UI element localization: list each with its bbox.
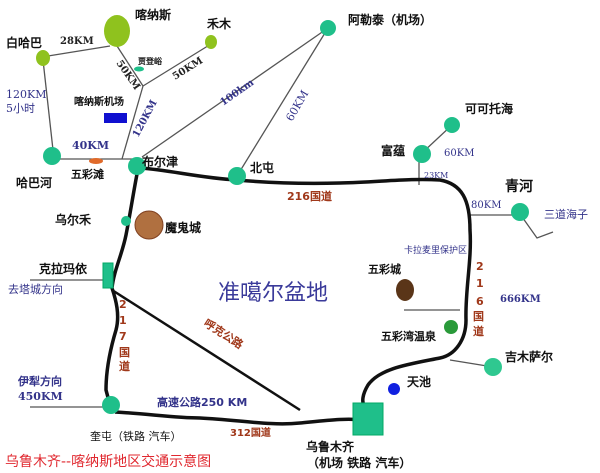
label-wuerhe: 乌尔禾 — [55, 212, 92, 227]
dist-fuyun-keketuohai: 60KM — [444, 148, 474, 159]
dist-baihaba-habahe-time: 5小时 — [6, 102, 35, 115]
label-urumqi-sub: （机场 铁路 汽车） — [307, 455, 411, 470]
road-label-huke: 呼克公路 — [201, 316, 246, 352]
road-216-char: 1 — [476, 277, 484, 290]
label-wucaitan: 五彩滩 — [71, 167, 104, 181]
label-kanas: 喀纳斯 — [135, 7, 171, 22]
road-217-char: 道 — [119, 359, 130, 373]
road-burqin-altay — [141, 27, 329, 158]
label-urumqi: 乌鲁木齐 — [306, 439, 355, 454]
road-label-216: 216国道 — [287, 189, 332, 203]
road-216-char: 2 — [476, 260, 484, 273]
label-baihaba: 白哈巴 — [6, 35, 42, 50]
road-junction-burqin — [121, 85, 144, 160]
dist-fuyun-road: 23KM — [424, 171, 448, 180]
fuyun-node — [413, 145, 431, 163]
altay-node — [320, 20, 336, 36]
road-216 — [139, 166, 473, 406]
label-wucaiwan: 五彩湾温泉 — [381, 329, 437, 343]
road-baihaba-habahe — [42, 59, 54, 151]
road-label-216-vertical: 2 1 6 国 道 — [473, 260, 484, 338]
karamay-node — [102, 262, 114, 289]
label-jimsar: 吉木萨尔 — [505, 349, 553, 364]
road-qinghe-sandaohaizi — [519, 213, 554, 239]
hemu-node — [205, 35, 217, 49]
kuitun-node — [102, 396, 120, 414]
road-217-char: 1 — [119, 314, 127, 327]
label-kuitun: 奎屯（铁路 汽车） — [90, 429, 182, 443]
burqin-node — [128, 157, 146, 175]
label-kanas-airport: 喀纳斯机场 — [74, 95, 124, 108]
qinghe-node — [511, 203, 529, 221]
urumqi-node — [352, 402, 384, 436]
label-yili-distance: 450KM — [18, 390, 63, 403]
minor-roads — [30, 27, 554, 408]
region-label: 准噶尔盆地 — [218, 281, 328, 306]
road-312 — [114, 410, 366, 426]
label-tianchi: 天池 — [407, 374, 431, 389]
jiadengyu-node — [134, 66, 144, 72]
road-217-char: 国 — [119, 346, 130, 359]
wucaicheng-node — [396, 279, 414, 301]
habahe-node — [43, 147, 61, 165]
label-burqin: 布尔津 — [142, 154, 178, 169]
map-title: 乌鲁木齐--喀纳斯地区交通示意图 — [5, 453, 211, 470]
dist-hemu-junction: 50KM — [171, 55, 205, 82]
wuerhe-node — [121, 216, 131, 226]
dist-qinghe-road: 80KM — [471, 200, 501, 211]
label-wucaicheng: 五彩城 — [368, 262, 401, 276]
road-jimsar — [449, 359, 488, 367]
road-beitun-altay — [236, 27, 329, 177]
label-habahe: 哈巴河 — [16, 175, 52, 190]
kanas-node — [104, 15, 130, 47]
label-karamay: 克拉玛依 — [39, 261, 88, 276]
dist-216-east: 666KM — [500, 294, 541, 305]
mogui-node — [134, 210, 164, 240]
road-217-char: 2 — [119, 298, 127, 311]
dist-junction-burqin: 120KM — [131, 98, 160, 139]
label-tacheng-dir: 去塔城方向 — [8, 282, 63, 296]
dist-highway: 高速公路250 KM — [157, 395, 247, 409]
label-hemu: 禾木 — [207, 16, 232, 31]
label-altay: 阿勒泰（机场） — [348, 12, 432, 27]
label-sandaohaizi: 三道海子 — [544, 207, 588, 221]
road-label-312: 312国道 — [230, 426, 271, 439]
road-217-char: 7 — [119, 330, 127, 343]
label-kalamaili: 卡拉麦里保护区 — [404, 244, 467, 256]
dist-baihaba-kanas: 28KM — [60, 36, 94, 47]
tianchi-node — [388, 383, 400, 395]
road-huke — [111, 288, 301, 412]
road-label-217-vertical: 2 1 7 国 道 — [119, 298, 130, 373]
keketuohai-node — [444, 117, 460, 133]
beitun-node — [228, 167, 246, 185]
label-keketuohai: 可可托海 — [465, 101, 513, 116]
kanas-airport-icon — [104, 113, 127, 123]
label-fuyun: 富蕴 — [381, 143, 405, 158]
dist-baihaba-habahe: 120KM — [6, 88, 46, 101]
label-yili-dir: 伊犁方向 — [17, 374, 62, 388]
road-kanas-junction — [116, 45, 144, 87]
road-216-char: 国 — [473, 310, 484, 323]
road-baihaba-kanas — [47, 45, 111, 57]
label-qinghe: 青河 — [505, 178, 533, 195]
dist-burqin-altay: 100km — [218, 77, 256, 108]
label-mogui: 魔鬼城 — [165, 220, 201, 235]
baihaba-node — [36, 50, 50, 66]
dist-habahe-burqin: 40KM — [72, 139, 109, 152]
road-216-char: 道 — [473, 324, 484, 338]
wucaitan-node — [89, 158, 103, 164]
label-beitun: 北屯 — [250, 160, 274, 175]
wucaiwan-node — [444, 320, 458, 334]
road-216-char: 6 — [476, 295, 484, 308]
label-jiadengyu: 贾登峪 — [138, 56, 163, 66]
jimsar-node — [484, 358, 502, 376]
road-hemu-junction — [142, 43, 212, 87]
